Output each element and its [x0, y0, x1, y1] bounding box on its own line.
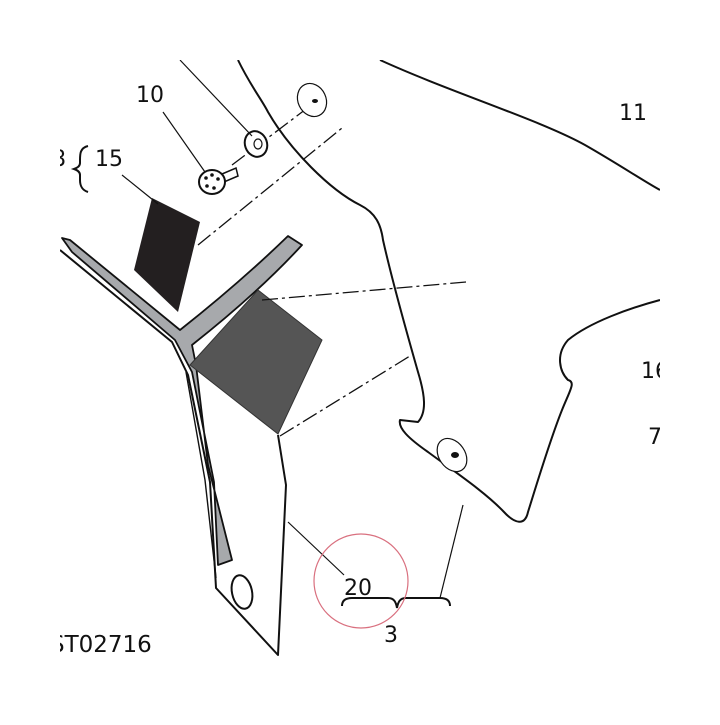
- black-pad: [134, 198, 200, 312]
- brace-left-15: [70, 145, 89, 193]
- callout-7-partial: 7: [648, 425, 662, 450]
- assembly-line-grey-pad-lower: [279, 355, 411, 437]
- callout-20-highlight-circle: [313, 533, 409, 629]
- assembly-line-black-pad: [197, 127, 343, 246]
- callout-20: 20: [344, 576, 372, 601]
- callout-11-partial: 11: [619, 101, 647, 126]
- callout-15: 15: [95, 147, 123, 172]
- callout-3: 3: [384, 623, 398, 648]
- assembly-line-grey-pad-upper: [261, 281, 467, 301]
- leader-line-15: [121, 174, 159, 205]
- leader-line-washer: [179, 59, 253, 137]
- leader-line-3: [439, 504, 464, 599]
- callout-10: 10: [136, 83, 164, 108]
- trim-oval-hole: [230, 574, 254, 610]
- washer-hole: [253, 138, 263, 150]
- leader-line-10-screw: [162, 111, 206, 173]
- brace-bottom-3: [341, 597, 451, 609]
- upper-panel-edge: [379, 59, 661, 191]
- body-panel-outline: [237, 59, 661, 523]
- screw-fastener-icon: [198, 166, 239, 195]
- panel-mount-hole-lower-center: [451, 452, 459, 458]
- grey-trim-strip: [61, 235, 303, 566]
- leader-line-20: [287, 521, 345, 576]
- grey-pad: [189, 289, 323, 435]
- lower-trim-piece: [59, 249, 287, 656]
- top-crop-mask: [0, 0, 720, 60]
- right-crop-mask: [660, 0, 720, 720]
- bottom-crop-mask: [0, 660, 720, 720]
- lower-trim-inner-edge: [185, 371, 217, 579]
- panel-mount-hole-upper: [296, 82, 328, 118]
- left-crop-mask: [0, 0, 60, 720]
- reference-code: ST02716: [50, 632, 152, 658]
- panel-mount-hole-upper-center: [312, 99, 318, 103]
